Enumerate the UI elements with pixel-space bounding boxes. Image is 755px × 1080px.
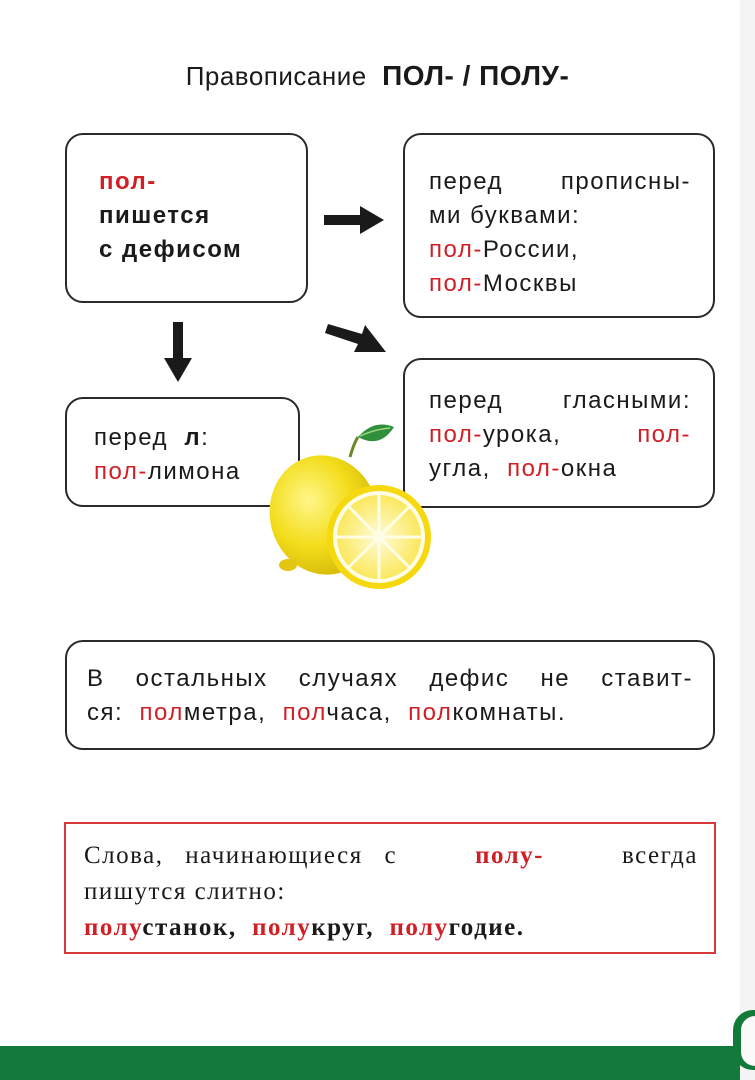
title-forms: ПОЛ- / ПОЛУ- <box>382 60 570 91</box>
rule-main-text: пол- пишется с дефисом <box>99 165 242 267</box>
example-rest: России, <box>482 236 580 263</box>
example-rest: метра, <box>183 699 267 726</box>
page-curl-inner <box>741 1016 755 1066</box>
rule-capitals-box: перед прописны- ми буквами: пол-России, … <box>403 133 715 318</box>
example-prefix: пол- <box>429 421 483 448</box>
arrow-down-right-icon <box>325 324 386 352</box>
footer-bar <box>0 1046 740 1080</box>
rule-vowels-line2: пол-урока, пол- <box>429 418 691 452</box>
example-rest: угла, <box>429 455 491 482</box>
example-prefix: пол <box>139 699 184 726</box>
rule-l-line1: перед л: <box>94 421 241 455</box>
rule-main-line2: с дефисом <box>99 236 243 263</box>
rule-other-box: В остальных случаях дефис не ставит- ся:… <box>65 640 715 750</box>
rule-polu-line2: пишутся слитно: <box>84 878 286 905</box>
page-edge <box>740 0 755 1080</box>
rule-l-colon: : <box>201 424 210 451</box>
example-rest: урока, <box>482 421 562 448</box>
rule-capitals-example2: пол-Москвы <box>429 267 691 301</box>
example-prefix: пол <box>408 699 453 726</box>
rule-vowels-example1: пол-урока, <box>429 418 561 452</box>
example-prefix: пол- <box>429 270 483 297</box>
example-rest: окна <box>560 455 618 482</box>
example-rest: комнаты. <box>452 699 567 726</box>
example-rest: часа, <box>326 699 392 726</box>
rule-other-start: ся: <box>87 699 124 726</box>
rule-other-line1: В остальных случаях дефис не ставит- <box>87 665 693 692</box>
page-title: Правописание ПОЛ- / ПОЛУ- <box>0 60 755 92</box>
rule-capitals-line2: ми буквами: <box>429 202 581 229</box>
example-prefix: полу <box>84 914 143 941</box>
rule-main-box: пол- пишется с дефисом <box>65 133 308 303</box>
rule-other-text: В остальных случаях дефис не ставит- ся:… <box>87 662 693 730</box>
rule-l-example: пол-лимона <box>94 455 241 489</box>
lemon-icon <box>269 424 431 589</box>
arrow-right-icon <box>324 206 384 234</box>
rule-polu-examples: полустанок, полукруг, полугодие. <box>84 910 698 946</box>
example-prefix: пол- <box>429 236 483 263</box>
rule-vowels-line1: перед гласными: <box>429 387 691 414</box>
example-rest: лимона <box>147 458 241 485</box>
rule-polu-line1: Слова, начинающиеся с полу- всегда <box>84 838 698 874</box>
arrow-down-icon <box>164 322 192 382</box>
rule-l-box: перед л: пол-лимона <box>65 397 300 507</box>
rule-capitals-text: перед прописны- ми буквами: пол-России, … <box>429 165 691 301</box>
example-prefix: пол- <box>637 421 691 448</box>
example-prefix: пол <box>282 699 327 726</box>
example-prefix: пол- <box>507 455 561 482</box>
rule-vowels-text: перед гласными: пол-урока, пол- угла, по… <box>429 384 691 486</box>
rule-capitals-example1: пол-России, <box>429 233 691 267</box>
example-rest: круг, <box>311 914 374 941</box>
rule-l-text: перед л: пол-лимона <box>94 421 241 489</box>
rule-polu-box: Слова, начинающиеся с полу- всегда пишут… <box>64 822 716 954</box>
example-rest: Москвы <box>482 270 578 297</box>
rule-polu-start: Слова, начинающиеся с <box>84 842 398 869</box>
rule-capitals-line1: перед прописны- <box>429 168 691 195</box>
rule-l-before: перед <box>94 424 169 451</box>
example-prefix: полу <box>389 914 449 941</box>
rule-main-prefix: пол- <box>99 168 157 195</box>
example-rest: годие. <box>448 914 525 941</box>
rule-polu-end: всегда <box>622 842 698 869</box>
rule-main-line1: пишется <box>99 202 211 229</box>
rule-vowels-box: перед гласными: пол-урока, пол- угла, по… <box>403 358 715 508</box>
title-prefix: Правописание <box>185 61 367 91</box>
rule-polu-prefix: полу- <box>475 842 545 869</box>
example-prefix: пол- <box>94 458 148 485</box>
rule-vowels-line3: угла, пол-окна <box>429 452 691 486</box>
rule-polu-text: Слова, начинающиеся с полу- всегда пишут… <box>84 838 698 946</box>
rule-l-letter: л <box>184 424 202 451</box>
rule-other-line2: ся: полметра, полчаса, полкомнаты. <box>87 696 693 730</box>
example-prefix: полу <box>252 914 312 941</box>
example-rest: станок, <box>142 914 237 941</box>
